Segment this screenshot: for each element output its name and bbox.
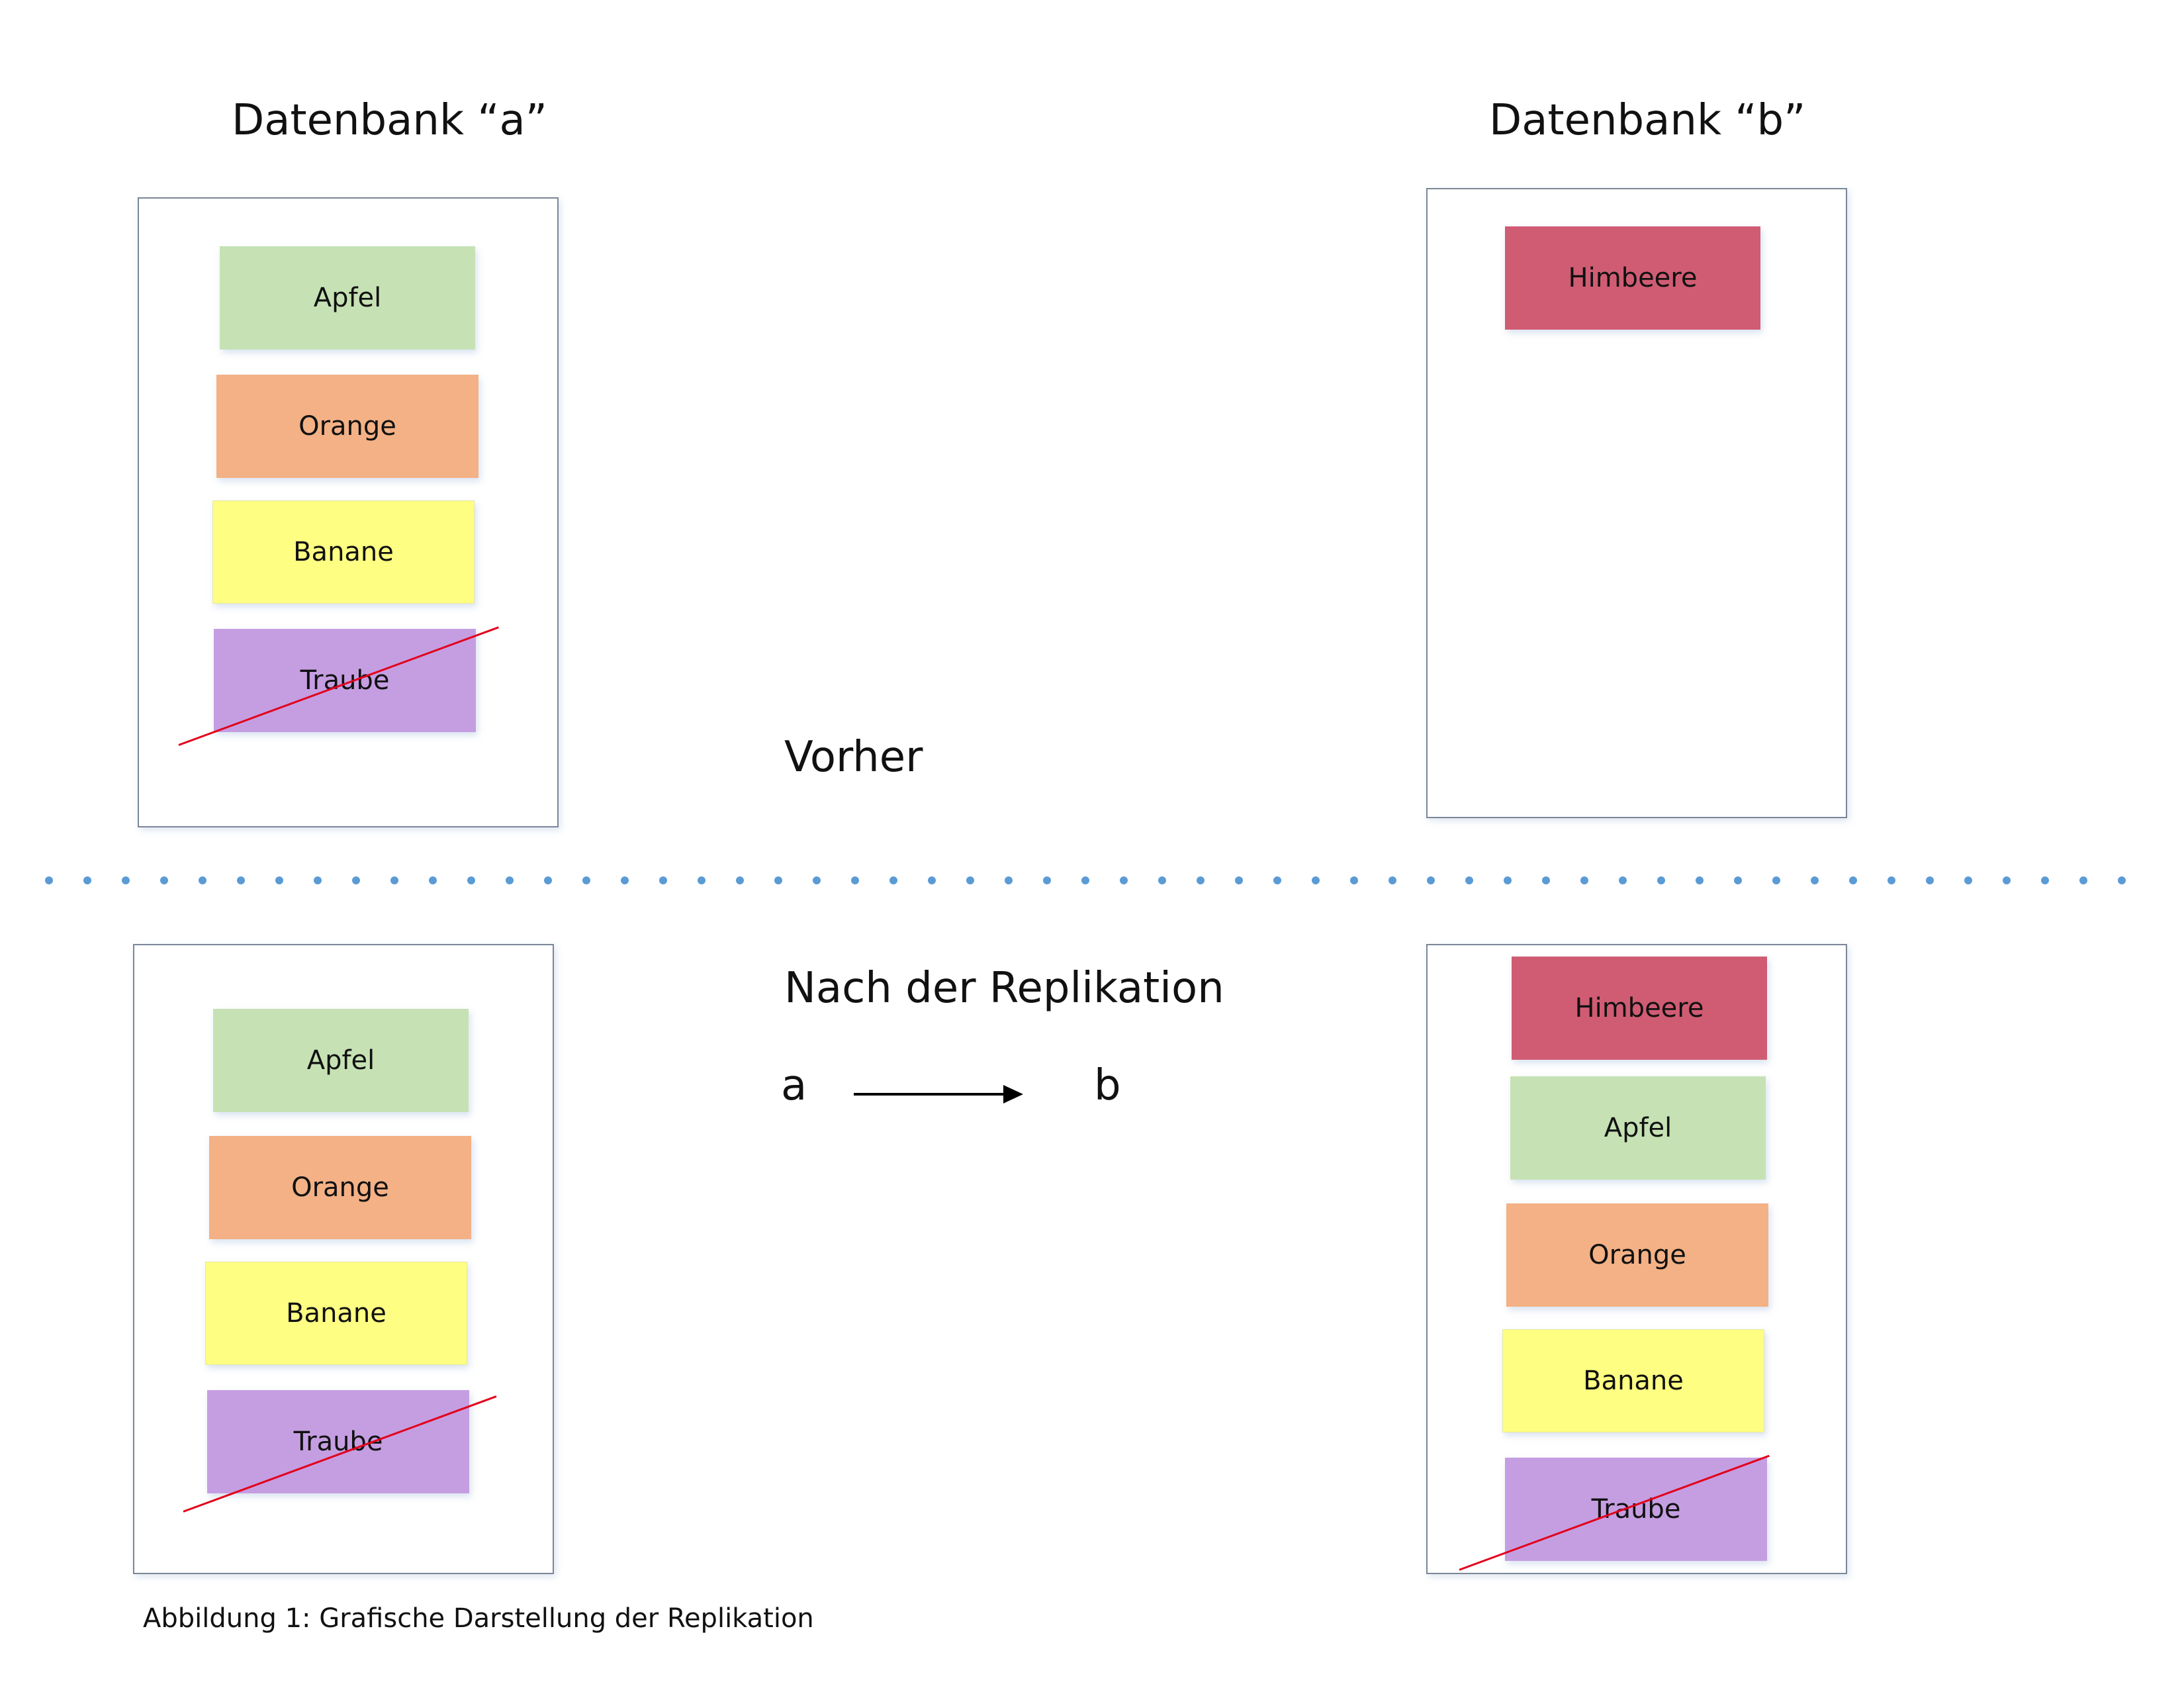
card-label: Apfel <box>306 1045 375 1076</box>
card-label: Orange <box>1588 1240 1686 1270</box>
card-traube-b-after: Traube <box>1505 1458 1767 1561</box>
db-b-title: Datenbank “b” <box>1489 96 1806 145</box>
db-a-title: Datenbank “a” <box>232 96 547 145</box>
replication-source-label: a <box>781 1061 807 1110</box>
card-label: Banane <box>293 537 394 567</box>
replication-target-label: b <box>1094 1061 1121 1110</box>
figure-caption: Abbildung 1: Grafische Darstellung der R… <box>143 1603 814 1634</box>
card-label: Banane <box>1583 1366 1684 1396</box>
card-banane-a-before: Banane <box>212 500 475 604</box>
state-before-label: Vorher <box>784 733 923 782</box>
card-label: Orange <box>291 1172 389 1203</box>
replication-arrow-line <box>854 1093 1007 1096</box>
card-apfel-a-after: Apfel <box>213 1009 469 1112</box>
card-banane-a-after: Banane <box>205 1262 467 1365</box>
card-label: Himbeere <box>1574 993 1704 1023</box>
card-himbeere-b-after: Himbeere <box>1512 957 1767 1060</box>
card-label: Traube <box>300 665 390 696</box>
card-orange-a-before: Orange <box>216 375 478 478</box>
card-label: Apfel <box>313 283 382 313</box>
card-banane-b-after: Banane <box>1502 1329 1764 1432</box>
card-traube-a-after: Traube <box>207 1390 469 1493</box>
card-apfel-b-after: Apfel <box>1510 1076 1766 1180</box>
state-after-label: Nach der Replikation <box>784 964 1224 1013</box>
card-label: Himbeere <box>1568 263 1698 293</box>
card-orange-b-after: Orange <box>1506 1203 1768 1307</box>
card-label: Orange <box>298 411 396 442</box>
card-apfel-a-before: Apfel <box>220 246 475 350</box>
card-label: Apfel <box>1604 1113 1672 1143</box>
card-label: Traube <box>1591 1494 1681 1524</box>
divider-dotted-line <box>45 876 2135 884</box>
replication-arrow-icon <box>1003 1085 1023 1103</box>
card-orange-a-after: Orange <box>209 1136 471 1239</box>
card-himbeere-b-before: Himbeere <box>1505 226 1760 330</box>
card-label: Banane <box>286 1298 387 1329</box>
